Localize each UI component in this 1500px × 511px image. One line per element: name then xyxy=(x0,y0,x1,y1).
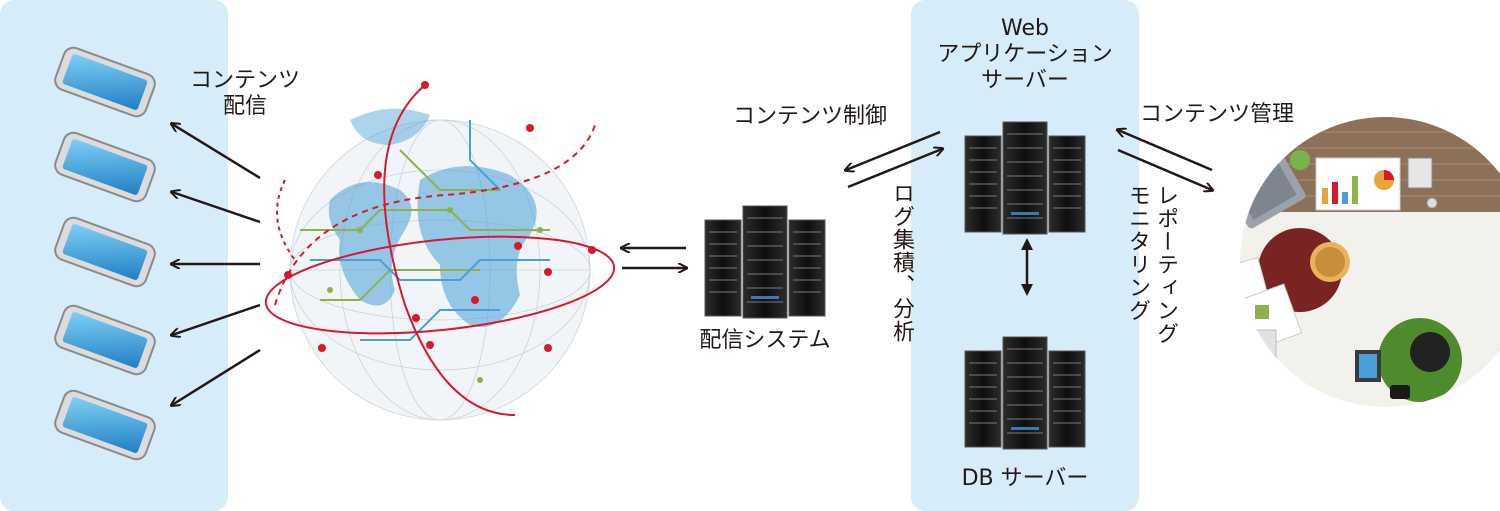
server-rack-icon xyxy=(964,336,1086,450)
smartphone-icon xyxy=(51,213,159,291)
db-server-label: DB サーバー xyxy=(961,466,1089,491)
network-globe-icon xyxy=(264,81,616,421)
smartphone-icon xyxy=(51,128,159,206)
exchange-arrows xyxy=(622,248,686,268)
content-delivery-label: コンテンツ 配信 xyxy=(189,68,300,119)
log-analysis-label: ログ集積、分析 xyxy=(889,182,914,343)
content-management-label: コンテンツ管理 xyxy=(1140,102,1295,127)
smartphone-icon xyxy=(51,301,159,379)
office-desk-illustration xyxy=(1240,117,1500,407)
delivery-system-label: 配信システム xyxy=(699,328,831,353)
smartphone-icon xyxy=(51,386,159,464)
smartphone-icon xyxy=(51,43,159,121)
content-control-label: コンテンツ制御 xyxy=(733,104,888,129)
web-app-server-label: Web アプリケーション サーバー xyxy=(937,16,1113,93)
server-rack-icon xyxy=(704,205,826,319)
db-link-arrow xyxy=(1021,238,1033,296)
management-arrows xyxy=(1118,130,1212,190)
control-arrows xyxy=(846,130,942,189)
monitoring-label: モニタリング xyxy=(1125,184,1150,322)
server-rack-icon xyxy=(964,121,1086,235)
reporting-label: レポーティング xyxy=(1153,184,1178,345)
delivery-arrows xyxy=(172,124,261,405)
